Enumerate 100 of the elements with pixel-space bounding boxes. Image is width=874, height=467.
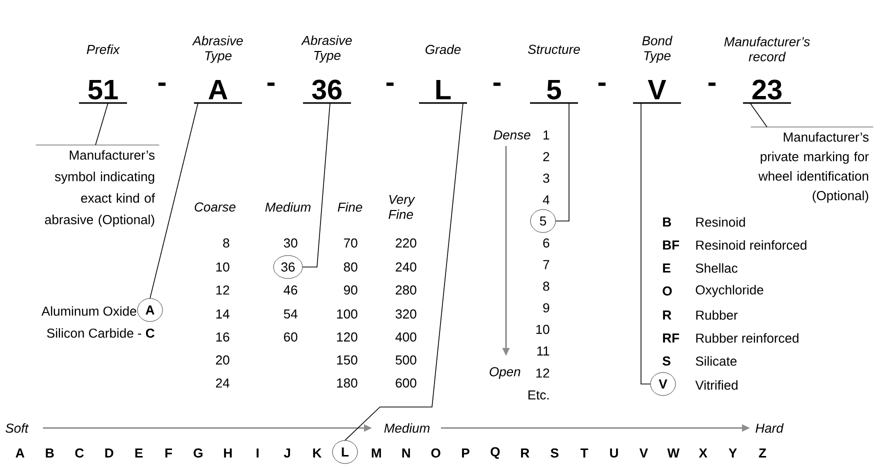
table-cell: 16 <box>216 332 230 342</box>
option-text: Vitrified <box>695 380 738 390</box>
grade-letter: S <box>550 448 558 458</box>
bond-code: B <box>663 218 671 226</box>
option-text: Aluminum Oxide <box>41 306 136 316</box>
circled-option: A <box>137 298 163 322</box>
table-cell: 180 <box>337 378 358 388</box>
code-segment: Bond Type V <box>633 36 681 104</box>
bond-name: Resinoid <box>696 217 745 227</box>
separator-dash: - <box>708 82 716 86</box>
code-segment: Prefix 51 <box>79 44 127 104</box>
grade-letter: C <box>75 448 84 458</box>
scale-number: 8 <box>543 282 550 291</box>
grade-letter: R <box>521 448 530 458</box>
grade-letter: X <box>698 448 708 458</box>
column-header: Very Fine <box>388 194 416 220</box>
grade-letter: B <box>46 448 54 458</box>
table-cell: 12 <box>216 285 230 295</box>
scale-label: Open <box>490 367 520 379</box>
bond-code: RF <box>663 334 680 342</box>
bond-code: O <box>662 286 672 296</box>
bond-code: BF <box>663 240 680 250</box>
table-cell: 120 <box>337 332 358 342</box>
grade-letter: H <box>224 448 232 458</box>
grade-letter: Q <box>490 447 500 459</box>
leader-line <box>344 102 464 441</box>
table-cell: 8 <box>223 238 230 248</box>
table-cell: 20 <box>216 355 230 365</box>
table-cell: 150 <box>337 355 358 365</box>
scale-number: 11 <box>537 346 550 356</box>
separator-dash: - <box>493 82 501 86</box>
scale-number: 10 <box>536 324 550 334</box>
scale-number: 9 <box>543 303 550 312</box>
scale-number: Etc. <box>528 390 549 400</box>
grade-letter: N <box>402 448 410 458</box>
description-text: Manufacturer’s private marking for wheel identification (Optional) <box>750 126 874 203</box>
bond-name: Shellac <box>696 263 738 273</box>
code-segment: Abrasive Type A <box>192 36 243 104</box>
grade-letter: I <box>256 448 259 458</box>
table-cell: 280 <box>396 285 416 295</box>
code-segment: Manufacturer’s record 23 <box>724 36 810 104</box>
grade-letter: D <box>105 448 114 458</box>
grade-letter: E <box>135 448 143 458</box>
grade-letter: P <box>462 448 470 458</box>
grade-letter: O <box>431 448 440 458</box>
leader-line <box>640 102 651 384</box>
grade-letter: V <box>639 448 648 458</box>
code-segment: Structure 5 <box>528 44 580 104</box>
scale-label: Soft <box>6 423 29 433</box>
scale-number: 3 <box>543 174 550 183</box>
circled-option: V <box>650 372 676 396</box>
table-cell: 320 <box>396 309 416 319</box>
table-cell: 90 <box>344 285 358 295</box>
scale-number: 2 <box>543 152 550 162</box>
bond-code: E <box>663 264 670 272</box>
bond-code: R <box>663 310 672 320</box>
scale-number: 1 <box>544 130 550 140</box>
scale-number: 12 <box>536 368 550 378</box>
grade-letter: F <box>165 448 172 458</box>
grade-letter: U <box>610 448 618 458</box>
table-cell: 24 <box>216 378 230 388</box>
grade-letter: A <box>16 448 24 458</box>
leader-line <box>150 102 198 299</box>
scale-label: Hard <box>756 423 784 433</box>
bond-name: Silicate <box>696 356 737 366</box>
table-cell: 14 <box>216 310 230 318</box>
grade-letter: G <box>194 448 202 458</box>
table-cell: 54 <box>284 309 298 319</box>
leader-line <box>95 102 108 146</box>
leader-line <box>555 102 570 222</box>
leader-line <box>750 102 768 128</box>
description-text: Manufacturer’s symbol indicating exact kind of abrasive (Optional) <box>36 144 160 227</box>
scale-label: Dense <box>494 130 530 140</box>
grade-letter: Z <box>758 448 766 458</box>
grade-letter: Y <box>728 448 737 458</box>
table-cell: 240 <box>396 262 416 272</box>
table-cell: 220 <box>396 238 416 248</box>
table-cell: 100 <box>337 309 358 319</box>
grade-letter: T <box>580 448 588 458</box>
separator-dash: - <box>386 82 394 86</box>
circled-option: 5 <box>530 209 556 233</box>
bond-name: Resinoid reinforced <box>696 240 806 250</box>
circled-option: L <box>332 440 358 464</box>
circled-option: 36 <box>273 255 303 279</box>
separator-dash: - <box>267 82 275 86</box>
bond-name: Oxychloride <box>696 284 764 298</box>
grade-letter: M <box>372 448 381 458</box>
scale-number: 7 <box>543 260 550 270</box>
table-cell: 70 <box>344 238 358 248</box>
separator-dash: - <box>598 82 606 86</box>
column-header: Fine <box>338 202 362 212</box>
table-cell: 600 <box>396 378 416 388</box>
grade-letter: J <box>284 448 290 458</box>
bond-name: Rubber <box>696 310 738 320</box>
code-segment: Grade L <box>419 44 467 104</box>
code-segment: Abrasive Type 36 <box>301 36 352 104</box>
table-cell: 500 <box>396 355 416 365</box>
table-cell: 10 <box>216 262 230 272</box>
table-cell: 60 <box>284 332 298 342</box>
column-header: Coarse <box>194 202 236 212</box>
